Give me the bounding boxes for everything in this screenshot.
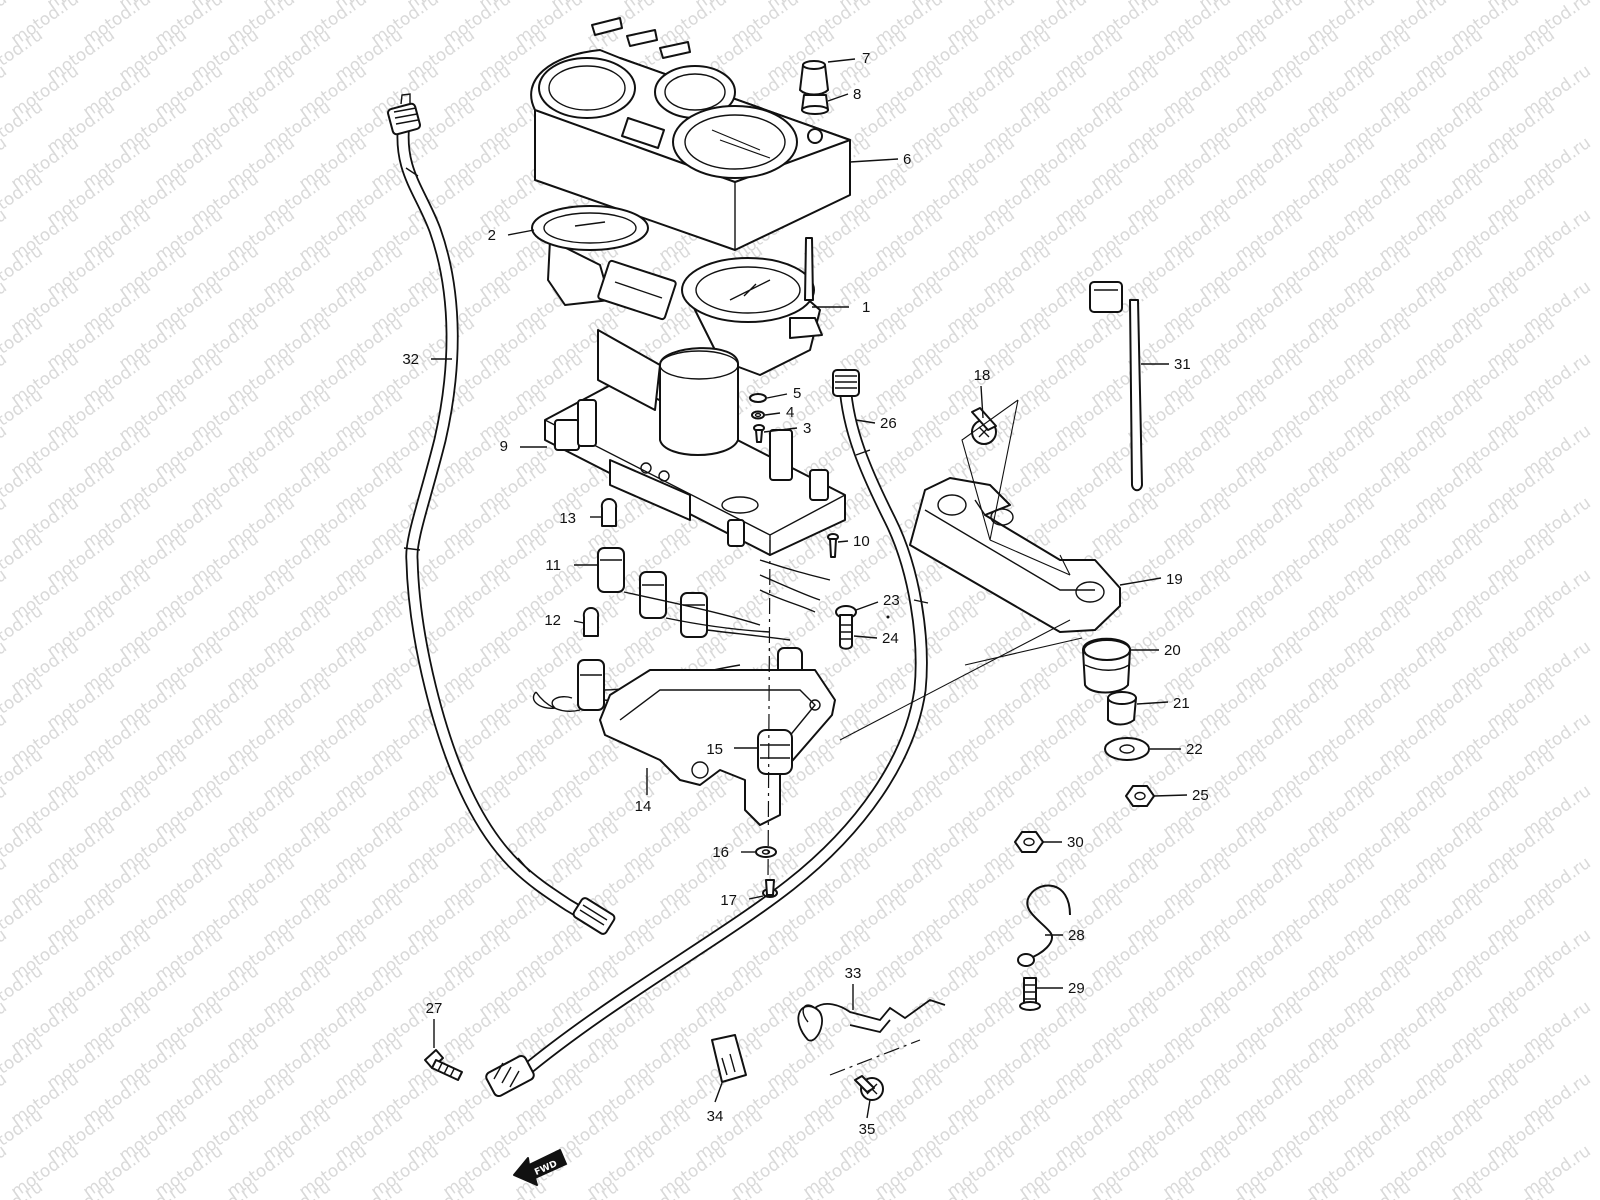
- callout-number: 21: [1173, 695, 1190, 712]
- part-12-bulb: [582, 607, 600, 637]
- callout-10: 10: [837, 533, 870, 550]
- callout-number: 32: [402, 351, 419, 368]
- callout-number: 6: [903, 151, 911, 168]
- callout-number: 8: [853, 86, 861, 103]
- callout-number: 14: [635, 798, 652, 815]
- part-22-washer: [1104, 737, 1150, 761]
- callout-number: 10: [853, 533, 870, 550]
- part-30-nut: [1014, 831, 1044, 853]
- callout-number: 28: [1068, 927, 1085, 944]
- callout-number: 7: [862, 50, 870, 67]
- watermark-text: motod.ru: [0, 637, 11, 698]
- callout-number: 34: [707, 1108, 724, 1125]
- callout-number: 3: [803, 420, 811, 437]
- part-29-screw: [1019, 977, 1041, 1011]
- watermark-text: motod.ru: [0, 421, 11, 482]
- watermark-text: motod.ru: [0, 781, 11, 842]
- part-8-grommet: [801, 94, 829, 115]
- callout-number: 5: [793, 385, 801, 402]
- callout-number: 20: [1164, 642, 1181, 659]
- watermark-text: motod.ru: [0, 565, 11, 626]
- callout-number: 18: [974, 367, 991, 384]
- callout-number: 12: [544, 612, 561, 629]
- callout-leader: [507, 229, 535, 236]
- callout-number: 16: [712, 844, 729, 861]
- part-16-washer: [755, 846, 777, 858]
- callout-number: 30: [1067, 834, 1084, 851]
- watermark-text: motod.ru: [0, 133, 11, 194]
- callout-number: 25: [1192, 787, 1209, 804]
- part-24-marker: [886, 615, 890, 619]
- part-18-bolt: [971, 407, 997, 445]
- watermark-text: motod.ru: [0, 1141, 11, 1200]
- part-13-bulb: [600, 498, 618, 527]
- callout-leader: [1153, 794, 1188, 797]
- callout-number: 23: [883, 592, 900, 609]
- callout-leader: [764, 412, 781, 416]
- callout-number: 4: [786, 404, 794, 421]
- watermark-text: motod.ru: [0, 709, 11, 770]
- part-5-washer: [749, 393, 767, 403]
- callout-number: 33: [845, 965, 862, 982]
- callout-leader: [766, 393, 788, 399]
- part-23-bolt: [835, 605, 857, 650]
- watermark-text: motod.ru: [0, 997, 11, 1058]
- watermark-text: motod.ru: [0, 853, 11, 914]
- callout-number: 31: [1174, 356, 1191, 373]
- callout-number: 15: [706, 741, 723, 758]
- callout-number: 35: [859, 1121, 876, 1138]
- callout-leader: [837, 540, 849, 543]
- watermark-text: motod.ru: [0, 493, 11, 554]
- part-25-nut: [1125, 785, 1155, 807]
- watermark-text: motod.ru: [0, 205, 11, 266]
- callout-number: 9: [500, 438, 508, 455]
- callout-number: 2: [488, 227, 496, 244]
- callout-25: 25: [1153, 787, 1209, 804]
- callout-number: 26: [880, 415, 897, 432]
- callout-number: 17: [720, 892, 737, 909]
- callout-number: 13: [559, 510, 576, 527]
- part-21-collar: [1107, 691, 1137, 726]
- callout-number: 11: [545, 557, 561, 574]
- callout-number: 22: [1186, 741, 1203, 758]
- watermark-text: motod.ru: [0, 349, 11, 410]
- callout-35: 35: [859, 1099, 876, 1138]
- part-7-knob: [799, 60, 829, 96]
- part-20-cushion: [1082, 637, 1131, 694]
- callout-number: 29: [1068, 980, 1085, 997]
- callout-number: 24: [882, 630, 899, 647]
- part-15-cushion: [757, 729, 793, 775]
- watermark-text: motod.ru: [0, 1069, 11, 1130]
- part-4-washer: [751, 410, 765, 420]
- watermark-text: motod.ru: [0, 925, 11, 986]
- callout-number: 19: [1166, 571, 1183, 588]
- callout-number: 1: [862, 299, 870, 316]
- part-3-screw: [753, 424, 765, 443]
- callout-5: 5: [766, 385, 801, 402]
- callout-number: 27: [426, 1000, 443, 1017]
- watermark-text: motod.ru: [0, 61, 11, 122]
- callout-leader: [866, 1099, 871, 1119]
- watermark-text: motod.ru: [0, 277, 11, 338]
- part-10-screw: [827, 533, 839, 558]
